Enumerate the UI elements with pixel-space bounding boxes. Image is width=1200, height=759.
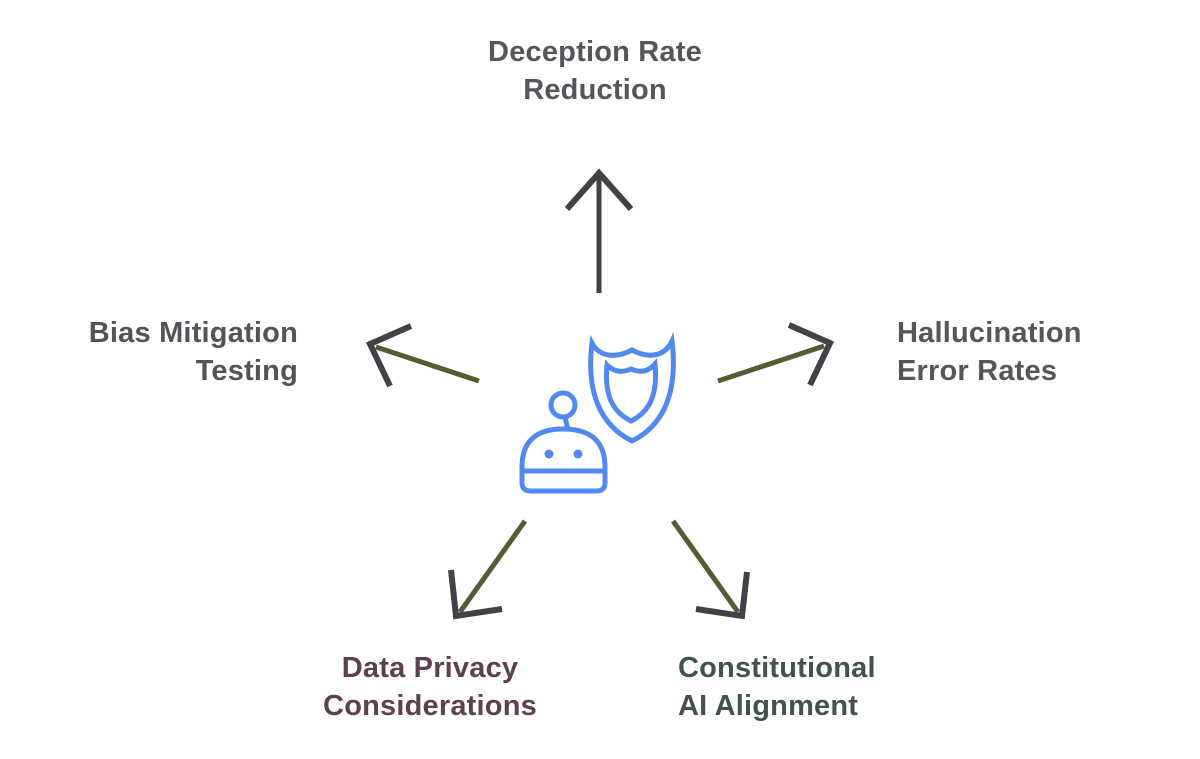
arrow-up-head <box>564 168 634 211</box>
arrow-up-left-icon <box>365 323 480 388</box>
arrow-down-left-icon <box>448 519 528 620</box>
label-line: AI Alignment <box>678 690 859 722</box>
label-line: Bias Mitigation <box>88 317 298 349</box>
arrow-up-right-icon <box>717 322 835 387</box>
label-line: Deception Rate <box>488 36 702 68</box>
node-label-hallucination-error-rates: Hallucination Error Rates <box>897 314 1177 390</box>
arrow-right-shaft <box>717 343 825 384</box>
robot-left-eye <box>544 449 554 459</box>
arrow-left-shaft <box>375 344 480 384</box>
arrow-down-left-head <box>448 569 503 620</box>
arrow-left-head <box>365 323 413 388</box>
arrow-down-right-head <box>695 571 750 620</box>
node-label-deception-rate-reduction: Deception Rate Reduction <box>445 33 745 109</box>
node-label-constitutional-ai-alignment: Constitutional AI Alignment <box>678 649 978 725</box>
node-label-bias-mitigation-testing: Bias Mitigation Testing <box>38 314 298 390</box>
robot-head-outline <box>519 426 608 494</box>
label-line: Testing <box>195 355 298 387</box>
shield-inner-outline <box>603 357 659 424</box>
arrow-down-right-icon <box>670 519 750 620</box>
arrow-up-icon <box>564 168 634 293</box>
robot-icon <box>519 390 608 494</box>
robot-right-eye <box>573 449 583 459</box>
arrow-right-head <box>787 322 835 387</box>
robot-antenna-ball <box>548 390 578 420</box>
label-line: Hallucination <box>897 317 1082 349</box>
label-line: Reduction <box>523 74 667 106</box>
label-line: Constitutional <box>678 652 876 684</box>
node-label-data-privacy-considerations: Data Privacy Considerations <box>270 649 590 725</box>
label-line: Data Privacy <box>341 652 519 684</box>
arrow-down-left-shaft <box>457 519 528 614</box>
label-line: Error Rates <box>897 355 1058 387</box>
shield-icon <box>588 332 676 444</box>
label-line: Considerations <box>323 690 537 722</box>
shield-outer-outline <box>588 332 676 444</box>
arrow-down-right-shaft <box>670 519 741 614</box>
